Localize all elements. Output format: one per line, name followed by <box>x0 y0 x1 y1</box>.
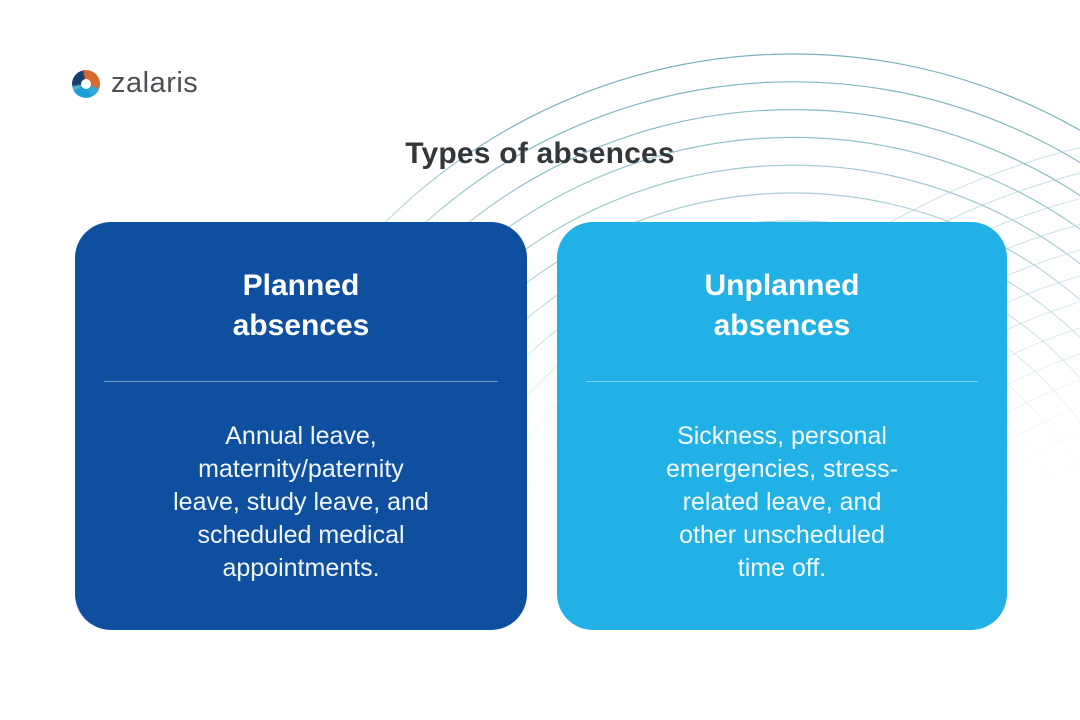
unplanned-card-heading: Unplanned absences <box>704 269 860 342</box>
planned-card-body: Annual leave, maternity/paternity leave,… <box>173 422 429 582</box>
planned-card-heading: Planned absences <box>232 269 370 342</box>
page-title: Types of absences <box>405 137 675 170</box>
unplanned-absences-card: Unplanned absences Sickness, personal em… <box>557 222 1007 630</box>
planned-card-divider <box>104 381 498 382</box>
planned-absences-card: Planned absences Annual leave, maternity… <box>75 222 527 630</box>
zalaris-swirl-icon <box>72 69 100 98</box>
brand-logo: zalaris <box>72 69 198 98</box>
brand-name: zalaris <box>111 67 199 99</box>
unplanned-card-body: Sickness, personal emergencies, stress- … <box>665 422 899 582</box>
unplanned-card-divider <box>586 381 978 382</box>
